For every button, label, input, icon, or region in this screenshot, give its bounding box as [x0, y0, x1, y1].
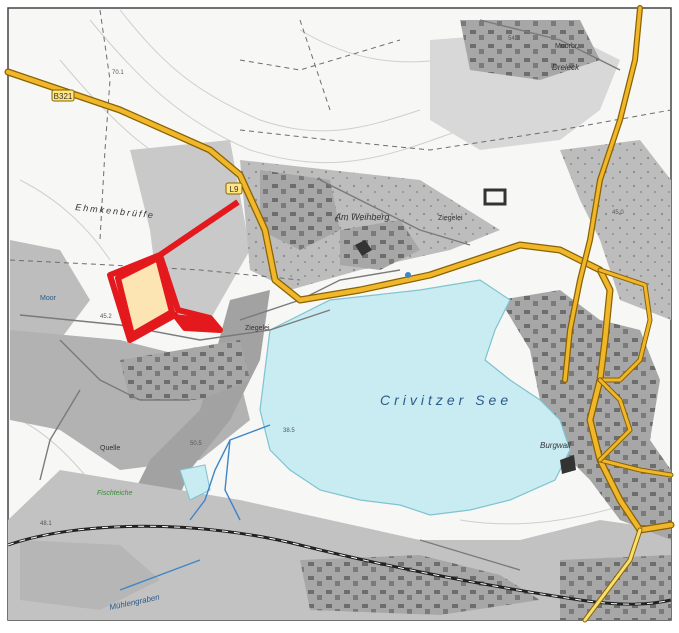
major-roads: [4, 5, 675, 623]
road-shield-north: L9: [225, 182, 243, 195]
railway: [7, 524, 672, 606]
label-north-settlement: Dreieck: [552, 63, 580, 72]
minor-roads: [19, 19, 621, 571]
elevation-6: 50.5: [190, 441, 202, 447]
label-north-lane: Ziegelei: [438, 215, 463, 222]
elevation-2: 54.3: [508, 36, 520, 42]
built-up-areas: [20, 20, 671, 620]
building-symbols: [355, 188, 576, 474]
road-number-north: L9: [230, 185, 239, 194]
label-meadow: Fischteiche: [97, 490, 133, 497]
elevation-5: 48.1: [40, 521, 52, 527]
elevation-1: 70.1: [112, 70, 124, 76]
elevation-7: 45.0: [612, 210, 624, 216]
streams: [119, 424, 271, 591]
pond: [179, 464, 211, 501]
project-site-boundary[interactable]: [107, 199, 240, 343]
label-east-settlement: Burgwall: [540, 441, 571, 450]
lake-crivitzer-see: [259, 279, 571, 516]
road-number-main: B321: [54, 92, 73, 101]
label-road-mid: Ziegelei: [245, 325, 270, 332]
label-lake: Crivitzer See: [380, 392, 512, 408]
road-shield-main: B321: [51, 89, 75, 102]
label-west-wood: Moor: [40, 295, 57, 302]
label-spring: Quelle: [100, 445, 120, 452]
label-north-settlement-2: Moorbr.: [555, 43, 579, 50]
elevation-3: 45.2: [100, 314, 112, 320]
label-hill: Am Weinberg: [334, 212, 389, 222]
elevation-4: 38.5: [283, 428, 295, 434]
